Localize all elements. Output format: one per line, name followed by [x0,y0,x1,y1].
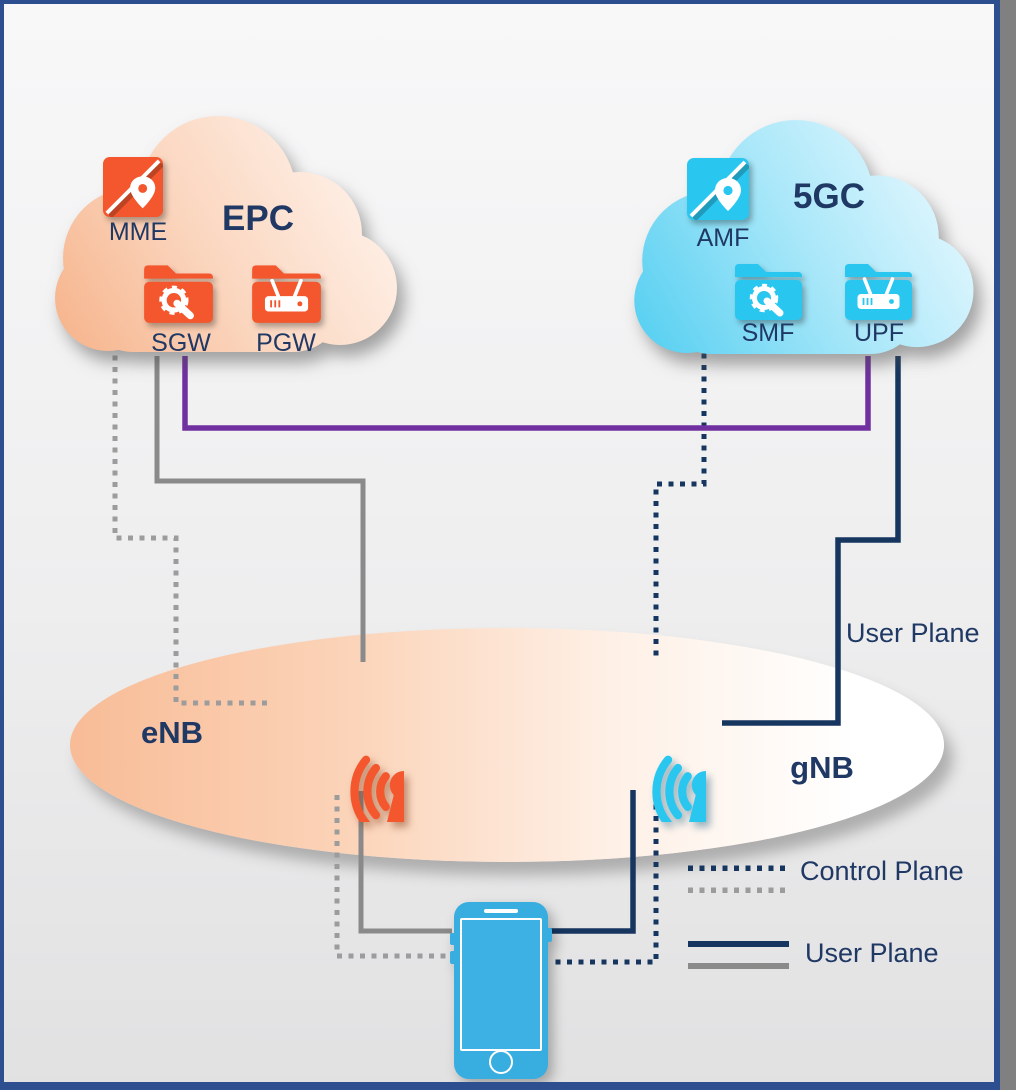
folder-router-icon [841,256,915,322]
sgw-upf-link [182,356,871,431]
folder-gear-icon [731,256,805,322]
smf-label: SMF [741,319,795,347]
map-pin-square-icon [687,158,749,220]
enb-label: eNB [140,715,204,750]
epc-cloud [55,116,397,352]
gnb-radio-tower-icon [574,664,706,822]
pgw-label: PGW [256,329,316,357]
frame-drop-shadow [1000,0,1016,1090]
enb-radio-tower-icon [272,664,404,822]
phone-screen [460,918,542,1051]
frame-border-left [0,0,4,1090]
frame-border-bottom [0,1082,1000,1090]
phone-speaker [484,909,518,913]
core5g-title: 5GC [793,177,865,216]
phone-side-button [450,951,454,964]
epc-title: EPC [222,199,294,238]
amf-label: AMF [696,224,750,252]
phone-side-button [450,933,454,945]
upf-label: UPF [854,319,904,347]
folder-gear-icon [140,257,216,325]
sgw-label: SGW [151,329,211,357]
map-pin-square-icon [103,157,163,217]
frame-border-top [0,0,1000,4]
folder-router-icon [248,257,324,325]
phone-side-button [548,928,552,942]
mme-label: MME [108,218,168,246]
frame-border-right [994,0,1000,1090]
ue-smartphone-icon [450,902,552,1079]
sgw-enb-user-link [154,356,366,662]
gnb-label: gNB [790,750,854,785]
legend-user-plane-label: User Plane [805,938,939,968]
legend-control-plane-label: Control Plane [800,856,964,886]
user-plane-line-annotation: User Plane [846,618,980,648]
phone-home-button [489,1050,513,1074]
